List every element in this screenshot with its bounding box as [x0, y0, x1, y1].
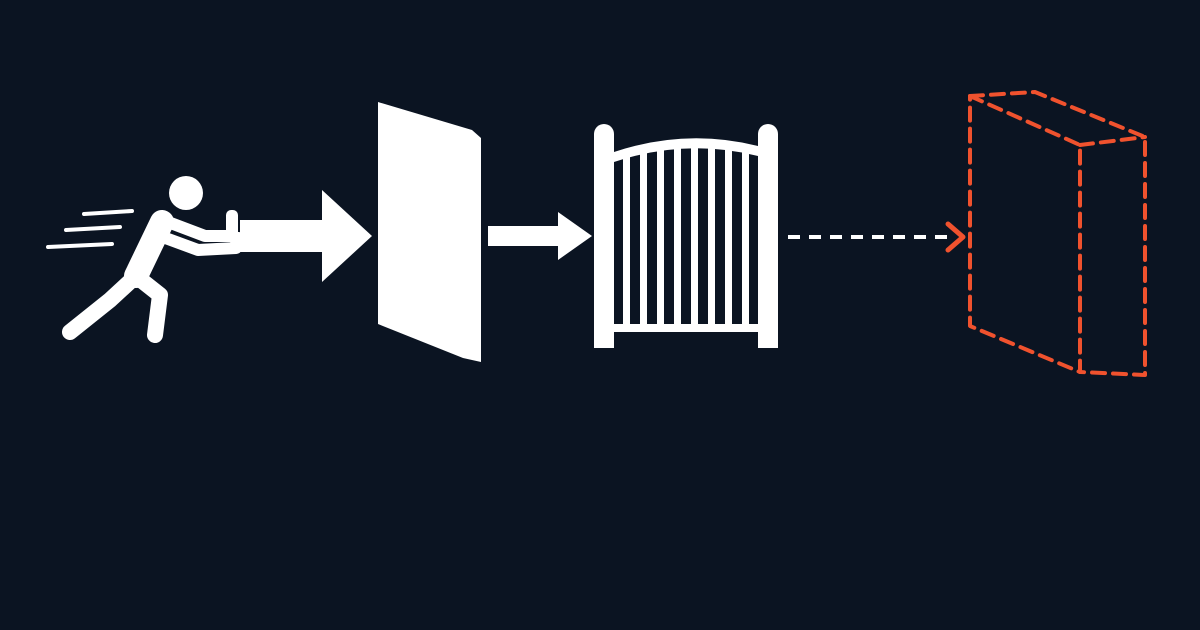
dashed-box-outline-icon — [968, 90, 1147, 377]
connector-arrow-icon — [488, 212, 592, 260]
dashed-connector-arrow-icon — [788, 221, 966, 253]
push-arrow-icon — [240, 190, 372, 282]
wall-panel-icon — [378, 102, 481, 362]
fence-gate-icon — [594, 124, 778, 348]
